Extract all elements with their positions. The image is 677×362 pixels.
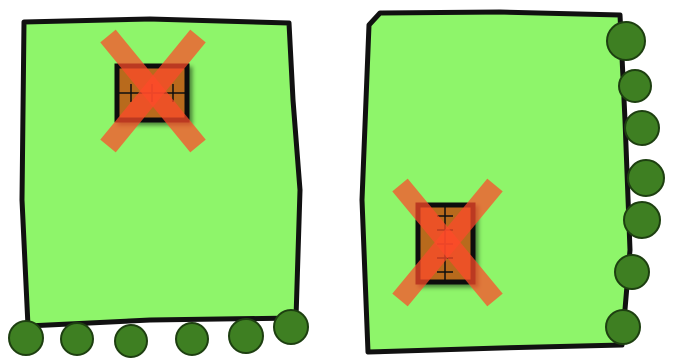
tree-circle-icon xyxy=(606,310,640,344)
tree-circle-icon xyxy=(229,319,263,353)
left-panel xyxy=(9,19,308,357)
tree-circle-icon xyxy=(607,22,645,60)
tree-circle-icon xyxy=(61,323,93,355)
tree-circle-icon xyxy=(274,310,308,344)
tree-circle-icon xyxy=(625,111,659,145)
tree-circle-icon xyxy=(9,321,43,355)
tree-circle-icon xyxy=(115,325,147,357)
tree-circle-icon xyxy=(615,255,649,289)
right-panel xyxy=(362,12,664,352)
tree-circle-icon xyxy=(628,160,664,196)
tree-circle-icon xyxy=(176,323,208,355)
tree-circle-icon xyxy=(624,202,660,238)
tree-circle-icon xyxy=(619,70,651,102)
